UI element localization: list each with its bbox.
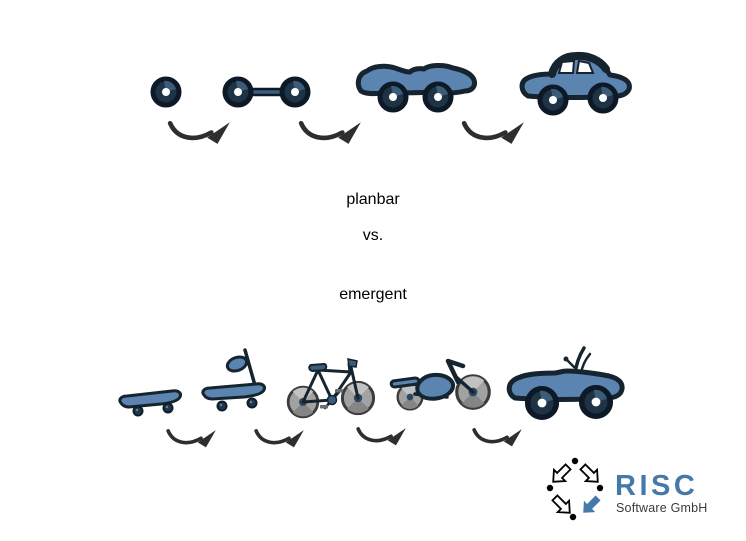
versus-label: vs. [362, 227, 384, 244]
car-icon [519, 51, 632, 116]
cycle-arrows-icon [546, 457, 605, 521]
bicycle-icon [286, 358, 376, 419]
motorcycle-icon [389, 358, 491, 411]
curved-arrow-icon [356, 426, 408, 447]
curved-arrow-icon [459, 117, 529, 146]
emergent-label: emergent [339, 286, 407, 303]
chassis-icon [355, 63, 477, 114]
risc-brand-text: RISC [615, 470, 699, 502]
planbar-label: planbar [346, 191, 400, 208]
curved-arrow-icon [472, 427, 524, 448]
risc-subtitle-text: Software GmbH [616, 501, 708, 515]
scooter-icon [201, 348, 266, 412]
wheel-icon [148, 74, 184, 110]
convertible-icon [506, 346, 625, 422]
skateboard-icon [118, 389, 182, 417]
curved-arrow-icon [296, 117, 366, 146]
axle-icon [219, 73, 313, 111]
curved-arrow-icon [165, 117, 235, 146]
curved-arrow-icon [166, 428, 218, 449]
curved-arrow-icon [254, 428, 306, 449]
